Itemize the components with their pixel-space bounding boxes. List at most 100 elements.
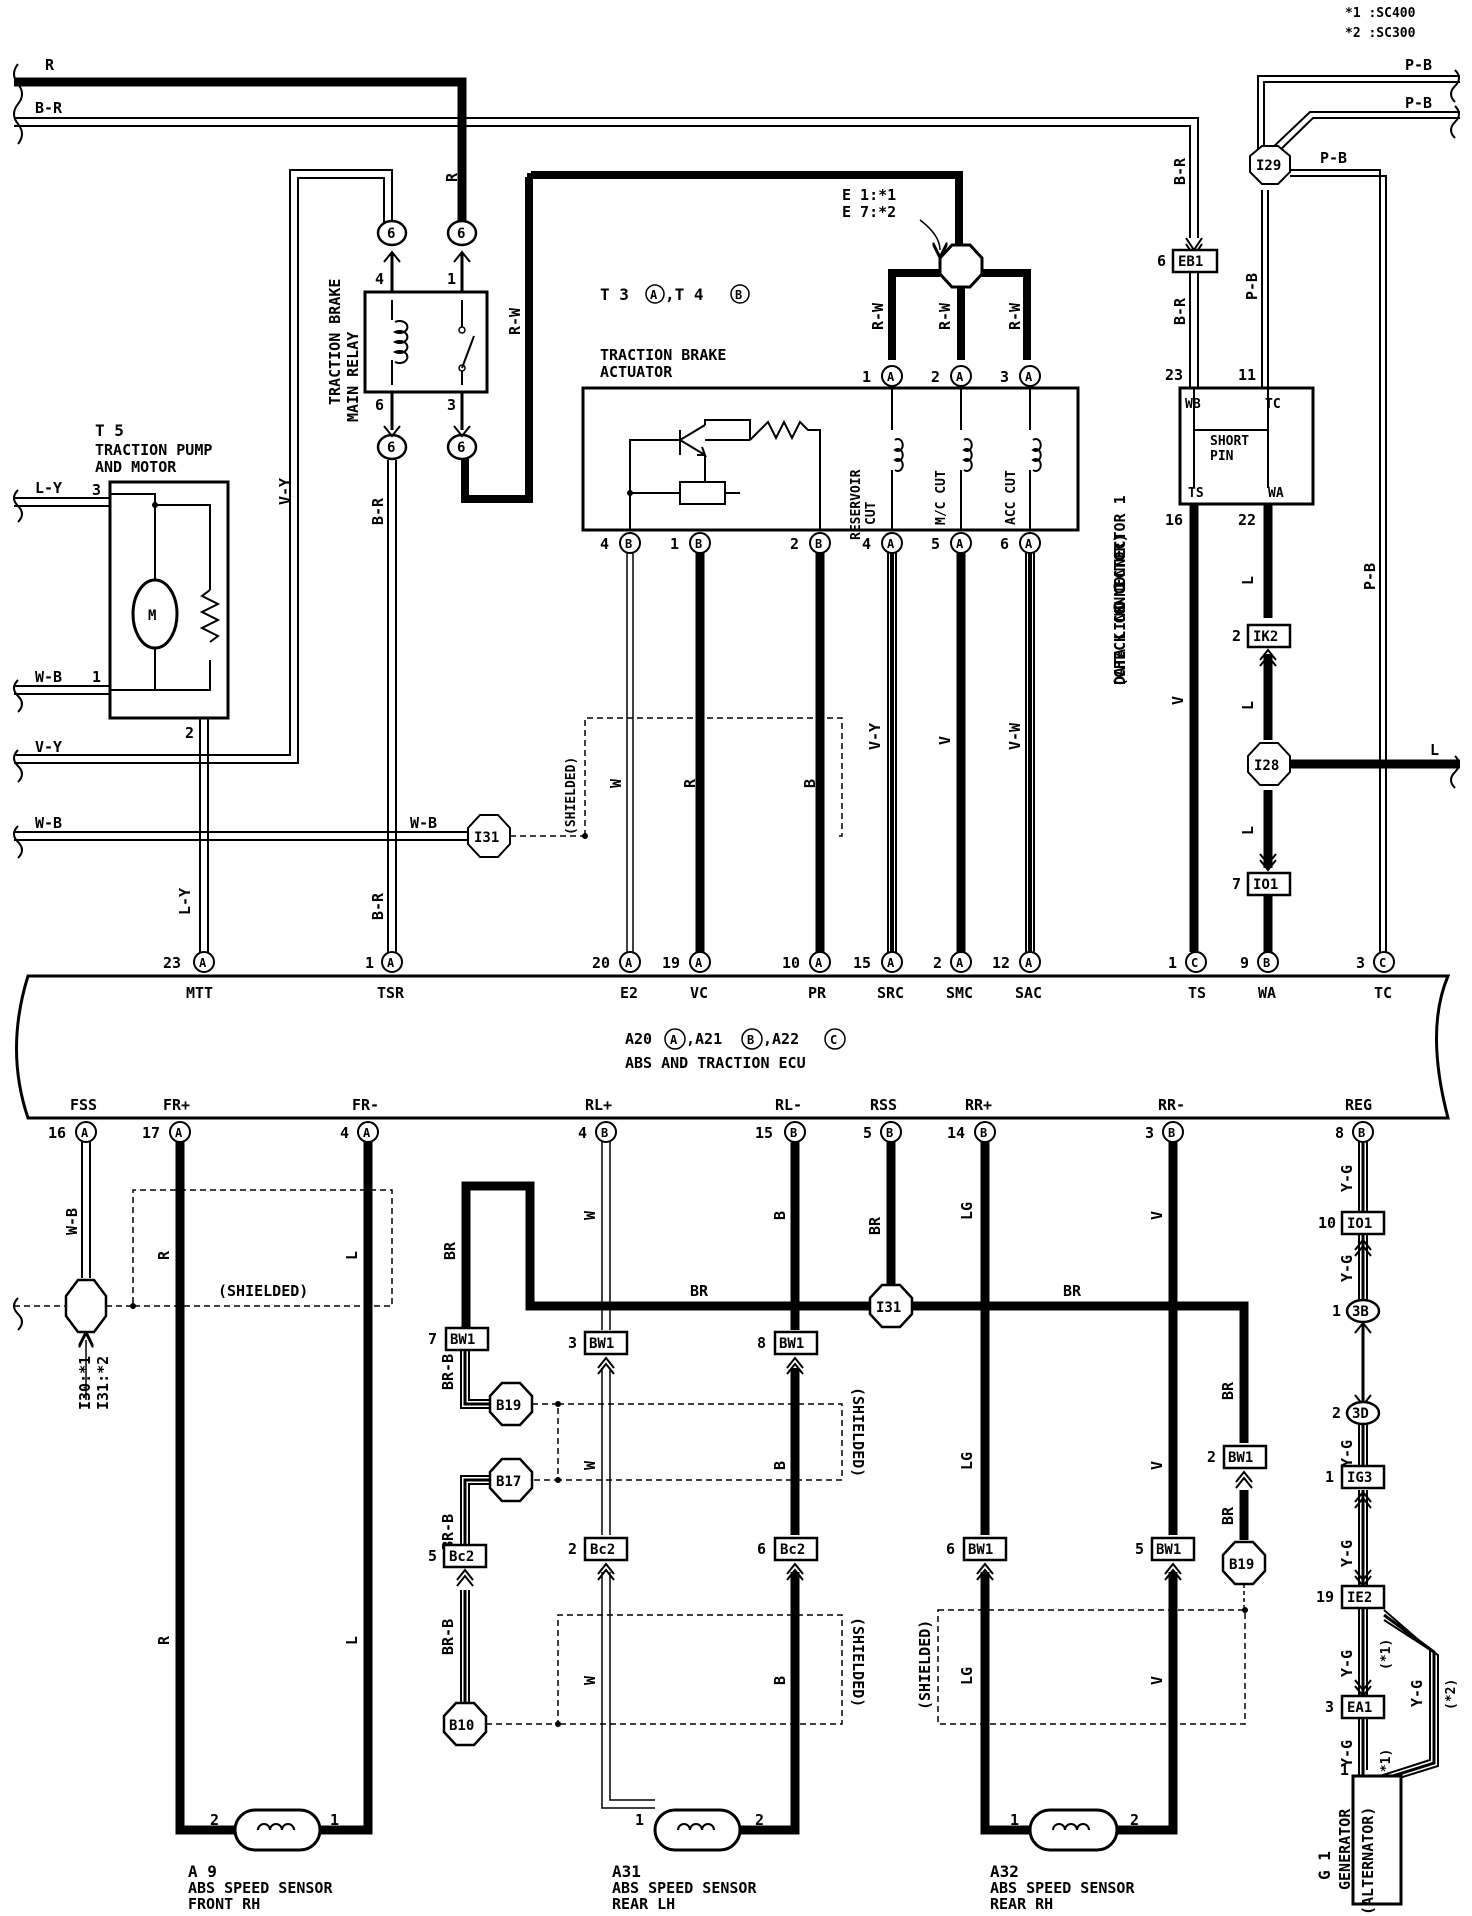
svg-text:REG: REG [1345, 1096, 1372, 1114]
svg-text:C: C [1191, 956, 1198, 970]
bc2-5-pin: 5 [428, 1547, 437, 1565]
rl-w-label-3: W [581, 1675, 599, 1685]
br-label-1: BR [690, 1282, 709, 1300]
relay-pin-1: 1 [447, 270, 456, 288]
left-wb2-label: W-B [410, 814, 437, 832]
generator-pin1: 1 [1340, 1761, 1349, 1779]
wire-br-rss [461, 1181, 1249, 1443]
svg-text:A: A [363, 1126, 371, 1140]
bw1-conn-3: BW1 3 [568, 1330, 629, 1375]
wire-rw-label: R-W [506, 307, 524, 335]
bw1-7-pin: 7 [428, 1330, 437, 1348]
act-top-conn-1: A [887, 370, 895, 384]
ig3-pin: 1 [1325, 1468, 1334, 1486]
left-ly-label: L-Y [176, 888, 194, 915]
br-label-3: BR [866, 1216, 884, 1235]
rl-b-label-1: B [771, 1211, 789, 1220]
i31-label-top: I31 [474, 830, 499, 846]
fr-r-label-2: R [155, 1635, 173, 1645]
wire-br-tsr-label1: B-R [369, 497, 387, 525]
wire-fr-plus [175, 1142, 235, 1835]
dlc-ts: TS [1188, 486, 1204, 501]
wire-rl-minus [740, 1142, 800, 1835]
fss-ground-junction [64, 1278, 108, 1334]
conn-3d: 3D 2 [1332, 1400, 1381, 1426]
rl-b-label-3: B [771, 1676, 789, 1685]
dlc-pin-16: 16 [1165, 511, 1183, 529]
relay-conn-6c: 6 [387, 440, 395, 456]
svg-text:19: 19 [662, 954, 680, 972]
b19-right-label: B19 [1229, 1557, 1254, 1573]
rr-lg-label-2: LG [958, 1452, 976, 1470]
rl-w-label-2: W [581, 1460, 599, 1470]
shield-rl-label-2: (SHIELDED) [849, 1617, 867, 1707]
svg-text:A: A [695, 956, 703, 970]
actuator-sol-reservoir-cut: CUT [864, 501, 879, 525]
svg-text:16: 16 [48, 1124, 66, 1142]
svg-text:A: A [81, 1126, 89, 1140]
ie2-pin: 19 [1316, 1588, 1334, 1606]
generator-name2: (ALTERNATOR) [1359, 1807, 1377, 1915]
bc2-5-label: Bc2 [449, 1549, 474, 1565]
pump-name-2: AND MOTOR [95, 458, 177, 476]
dlc-name-1: DATA LINK CONNECTOR 1 [1111, 495, 1129, 685]
svg-text:PR: PR [808, 984, 827, 1002]
b19-left-label: B19 [496, 1398, 521, 1414]
act-bot-pin-1: 4 [600, 535, 609, 553]
svg-text:RR+: RR+ [965, 1096, 992, 1114]
actuator-sep: ,T 4 [665, 285, 704, 304]
svg-text:RL-: RL- [775, 1096, 802, 1114]
shield-rr-dot [1242, 1607, 1248, 1613]
svg-text:B: B [1263, 956, 1270, 970]
wire-br-dlc [1189, 272, 1199, 388]
ecu-body [15, 974, 1451, 1120]
act-bot-pin-4: 4 [862, 535, 871, 553]
bw1-conn-8: BW1 8 [757, 1330, 819, 1375]
shield-rl-1 [532, 1403, 843, 1481]
junction-i28: I28 [1247, 742, 1291, 786]
ecu-name: ABS AND TRACTION ECU [625, 1054, 806, 1072]
svg-text:FSS: FSS [70, 1096, 97, 1114]
act-bot-conn-4: A [887, 537, 895, 551]
dlc-name-2: (CHECK CONNECTOR) [1111, 533, 1129, 687]
svg-text:4: 4 [578, 1124, 587, 1142]
sensor-a9-p2: 1 [330, 1811, 339, 1829]
junction-e [938, 243, 984, 289]
wire-fr-minus [320, 1142, 373, 1835]
sensor-a32-id: A32 [990, 1862, 1019, 1881]
svg-text:23: 23 [163, 954, 181, 972]
act-bot-conn-5: A [956, 537, 964, 551]
wire-pb1-label: P-B [1405, 56, 1432, 74]
actuator-sol-mc: M/C CUT [934, 470, 949, 525]
shield-rr-label: (SHIELDED) [916, 1620, 934, 1710]
b19-ground-right: B19 [1221, 1540, 1267, 1586]
wa-l-1: L [1239, 576, 1257, 585]
junction-i31-top: I31 [467, 814, 511, 858]
ik2-pin: 2 [1232, 627, 1241, 645]
svg-text:B: B [886, 1126, 893, 1140]
legend-line-1: *1 :SC400 [1345, 6, 1416, 21]
shield-rr [937, 1609, 1246, 1725]
lower-wb-label: W-B [63, 1208, 81, 1235]
sensor-a9 [233, 1808, 322, 1852]
rr-v-label-1: V [1148, 1211, 1166, 1220]
wire-r-top [14, 77, 467, 222]
svg-text:C: C [1379, 956, 1386, 970]
svg-text:9: 9 [1240, 954, 1249, 972]
actuator-top-pins: 1 A 2 A 3 A [862, 365, 1041, 387]
wire-br2-label: B-R [1171, 157, 1189, 185]
mid-vw-label: V-W [1006, 722, 1024, 750]
svg-text:TC: TC [1374, 984, 1392, 1002]
bw1-conn-7: BW1 7 [428, 1326, 490, 1352]
bw1-2-pin: 2 [1207, 1448, 1216, 1466]
generator-box [1351, 1774, 1403, 1906]
io1-label-top: IO1 [1253, 877, 1278, 893]
sensor-a31-name2: REAR LH [612, 1895, 675, 1913]
svg-text:1: 1 [1168, 954, 1177, 972]
rr-v-label-2: V [1148, 1461, 1166, 1470]
svg-text:WA: WA [1258, 984, 1276, 1002]
